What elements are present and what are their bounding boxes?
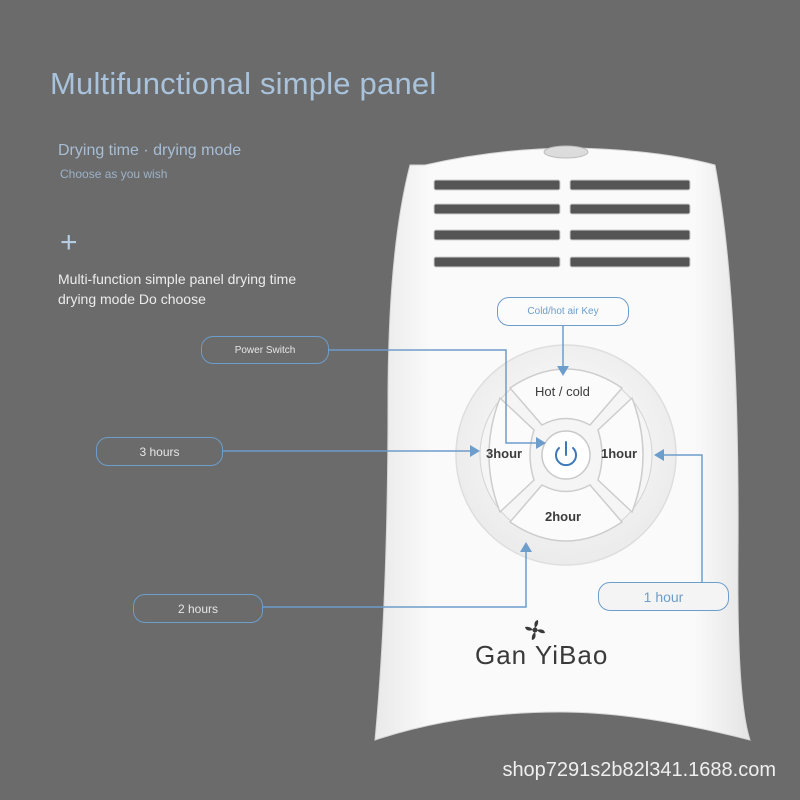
description-text: Multi-function simple panel drying time … [58,271,297,307]
power-icon [555,441,577,467]
choose-note: Choose as you wish [60,167,168,181]
air-vents [433,179,691,268]
two-hour-button[interactable] [508,484,624,542]
three-hour-label: 3hour [486,446,523,461]
callout-one-hour: 1 hour [598,582,729,611]
callout-cold-hot-key: Cold/hot air Key [497,297,629,326]
callout-two-hours: 2 hours [133,594,263,623]
connector-lines [223,326,703,608]
shop-watermark: shop7291s2b82l341.1688.com [502,759,776,781]
brand-logo: Gan YiBao [475,640,609,670]
hot-cold-label: Hot / cold [535,384,590,399]
page-title: Multifunctional simple panel [50,66,437,101]
callout-power-switch: Power Switch [201,336,329,364]
fan-icon [525,620,545,640]
hot-cold-button[interactable] [508,368,624,426]
top-knob [543,145,589,159]
two-hour-label: 2hour [545,509,582,524]
callout-three-hours: 3 hours [96,437,223,466]
plus-icon: + [60,226,78,259]
one-hour-button[interactable] [597,396,644,514]
one-hour-label: 1hour [601,446,638,461]
subtitle: Drying time · drying mode [58,142,242,159]
